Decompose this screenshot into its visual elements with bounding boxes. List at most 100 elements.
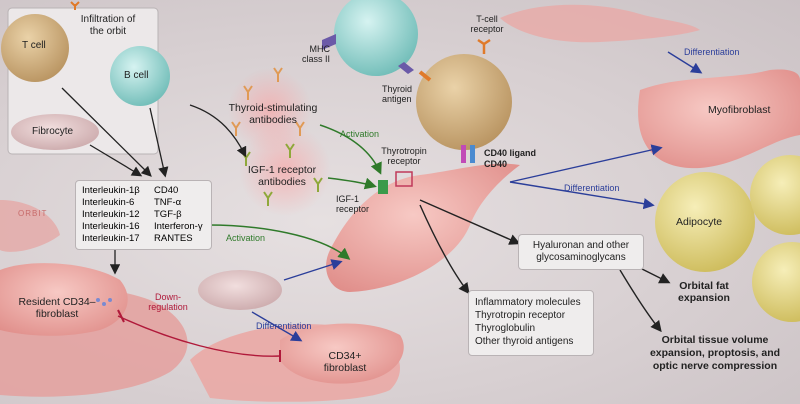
igf-antibody-label: IGF-1 receptor antibodies [232, 164, 332, 188]
arrow-diff-myofibroblast [667, 51, 703, 74]
cd34-precursor-shape [198, 270, 282, 310]
thyroid-antigen-line2: antigen [382, 94, 412, 104]
t-cell-label: T cell [22, 40, 46, 51]
cd34-line2: fibroblast [323, 362, 367, 374]
cytokine-il1: Interleukin-1β [82, 185, 140, 196]
fibrocyte-shape [11, 114, 99, 150]
thyroid-cell-shape [334, 0, 418, 76]
infiltration-title-line1: Infiltration of [80, 14, 136, 25]
adipocyte-right-top [750, 155, 800, 235]
bg-fibroblast-left-edge [0, 200, 60, 252]
cytokine-il16: Interleukin-16 [82, 221, 140, 232]
resident-dots [96, 298, 112, 306]
downregulation-line1: Down- [154, 292, 181, 302]
activation-label-2: Activation [226, 233, 266, 243]
downregulation-line2: regulation [148, 302, 188, 312]
cytokine-rantes: RANTES [154, 233, 193, 244]
t-cell-receptor-small [70, 1, 80, 10]
igf-antibody-label-line1: IGF-1 receptor [247, 164, 317, 176]
tsab-antibody-icons [231, 67, 305, 136]
tsab-label-line2: antibodies [249, 114, 297, 126]
tcr-label: T-cell receptor [462, 14, 512, 34]
arrow-downregulation [117, 315, 281, 357]
igf-glow [239, 124, 331, 216]
hyaluronan-line1: Hyaluronan and other [532, 240, 630, 251]
cd40-ligand-label: CD40 ligand [484, 148, 537, 158]
differentiation-label-1: Differentiation [684, 47, 740, 57]
volume-line1: Orbital tissue volume [661, 334, 769, 346]
thyroid-antigen-line1: Thyroid [382, 84, 413, 94]
tsab-label-line1: Thyroid-stimulating [228, 102, 318, 114]
cd40-ligand-molecule [461, 145, 466, 163]
cytokine-ifn: Interferon-γ [154, 221, 203, 232]
orbit-label: ORBIT [18, 209, 48, 218]
cd34-fibroblast-label: CD34+ fibroblast [310, 350, 380, 374]
infiltration-title: Infiltration of the orbit [66, 14, 150, 38]
arrow-to-fat [639, 267, 671, 284]
cytokine-il6: Interleukin-6 [82, 197, 135, 208]
inflammatory-box: Inflammatory molecules Thyrotropin recep… [468, 290, 594, 356]
myofibroblast-label: Myofibroblast [708, 104, 771, 116]
cytokine-tgf: TGF-β [154, 209, 182, 220]
differentiation-label-3: Differentiation [256, 321, 312, 331]
arrow-to-inflammatory [419, 204, 470, 295]
cd40-label: CD40 [484, 159, 508, 169]
fat-line2: expansion [678, 292, 730, 304]
resident-fibroblast-label: Resident CD34– fibroblast [2, 296, 112, 320]
igf-antibody-label-line2: antibodies [258, 176, 306, 188]
mhc-label-line2: class II [301, 54, 330, 64]
adipocyte-label: Adipocyte [676, 216, 723, 228]
differentiation-label-2: Differentiation [564, 183, 620, 193]
resident-line2: fibroblast [35, 308, 79, 320]
infiltration-title-line2: the orbit [89, 26, 127, 37]
activation-label-1: Activation [340, 129, 380, 139]
b-cell-shape [110, 46, 170, 106]
igf1-receptor-line2: receptor [336, 204, 370, 214]
inflammatory-item-2: Thyrotropin receptor [475, 310, 566, 321]
tsab-label: Thyroid-stimulating antibodies [218, 102, 328, 126]
hyaluronan-box: Hyaluronan and other glycosaminoglycans [518, 234, 644, 270]
cytokine-il12: Interleukin-12 [82, 209, 140, 220]
igf1-receptor-molecule [378, 180, 388, 194]
thyrotropin-label: Thyrotropin receptor [374, 146, 434, 166]
arrow-diff-to-cd34 [251, 311, 303, 342]
cytokine-left-column: Interleukin-1β Interleukin-6 Interleukin… [82, 185, 140, 245]
arrow-precursor-to-central [283, 259, 343, 281]
t-cell-shape [1, 14, 69, 82]
cytokine-cd40: CD40 [154, 185, 179, 196]
thyroid-antigen-label: Thyroid antigen [382, 84, 412, 104]
mhc-molecule [322, 34, 336, 50]
volume-line3: optic nerve compression [652, 360, 778, 372]
bg-fibroblast-top [500, 4, 700, 43]
cytokine-tnf: TNF-α [154, 197, 182, 208]
tcr-top [477, 38, 491, 54]
arrow-tcell-to-cytokines [61, 87, 152, 177]
cytokine-right-column: CD40 TNF-α TGF-β Interferon-γ RANTES [154, 185, 203, 245]
igf-antibody-icons [241, 143, 323, 206]
arrow-diff-to-myofibroblast [509, 144, 663, 183]
cd34-fibroblast-shape [280, 323, 404, 384]
b-cell-label: B cell [124, 70, 149, 81]
inflammatory-item-1: Inflammatory molecules [475, 297, 581, 308]
arrow-to-volume [619, 269, 662, 333]
hyaluronan-line2: glycosaminoglycans [536, 252, 626, 263]
arrow-to-hyaluronan [419, 199, 521, 245]
thyroid-antigen-molecule [398, 62, 414, 74]
tcr-label-line1: T-cell [476, 14, 498, 24]
myofibroblast-shape [638, 69, 800, 169]
cd34-line1: CD34+ [328, 350, 362, 362]
tcr-molecule [418, 70, 432, 82]
arrow-fibrocyte-to-cytokines [89, 144, 143, 177]
volume-expansion-label: Orbital tissue volume expansion, proptos… [640, 334, 790, 373]
igf1-receptor-line1: IGF-1 [336, 194, 360, 204]
cd40-labels: CD40 ligand CD40 [484, 148, 536, 170]
mhc-label: MHC class II [290, 44, 330, 64]
volume-line2: expansion, proptosis, and [649, 347, 781, 359]
arrow-tsab-activation [319, 124, 382, 175]
arrow-diff-to-adipocyte [509, 181, 655, 210]
thyrotropin-label-line2: receptor [387, 156, 421, 166]
adipocyte-right-bottom [752, 242, 800, 322]
cytokine-il17: Interleukin-17 [82, 233, 140, 244]
